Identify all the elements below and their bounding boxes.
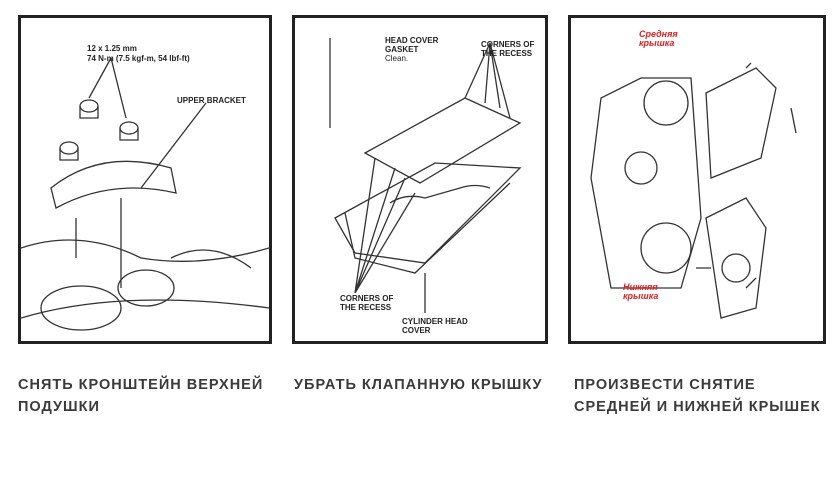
cylinder-head-cover-label: CYLINDER HEAD COVER xyxy=(402,317,468,335)
caption-remove-upper-bracket: СНЯТЬ КРОНШТЕЙН ВЕРХНЕЙ ПОДУШКИ xyxy=(18,377,264,415)
middle-cover-label: Средняя крышка xyxy=(639,29,678,48)
figure-upper-bracket: 12 x 1.25 mm 74 N-m (7.5 kgf-m, 54 lbf-f… xyxy=(18,15,272,344)
caption-remove-valve-cover: УБРАТЬ КЛАПАННУЮ КРЫШКУ xyxy=(294,377,543,393)
gasket-note-label: Clean. xyxy=(385,54,409,63)
corners-recess-bottom-label: CORNERS OF THE RECESS xyxy=(340,294,394,312)
upper-bracket-diagram xyxy=(21,57,269,331)
torque-label: 74 N-m (7.5 kgf-m, 54 lbf-ft) xyxy=(87,54,190,63)
fastener-size-label: 12 x 1.25 mm xyxy=(87,44,137,53)
figure-timing-covers: Средняя крышка Нижняя крышка xyxy=(568,15,826,344)
lower-cover-label: Нижняя крышка xyxy=(623,282,659,301)
caption-remove-middle-lower-covers: ПРОИЗВЕСТИ СНЯТИЕ СРЕДНЕЙ И НИЖНЕЙ КРЫШЕ… xyxy=(574,377,821,415)
head-cover-gasket-label: HEAD COVER GASKET xyxy=(385,36,439,54)
upper-bracket-label: UPPER BRACKET xyxy=(177,96,246,105)
corners-recess-top-label: CORNERS OF THE RECESS xyxy=(481,40,535,58)
timing-covers-diagram xyxy=(590,62,797,319)
figure-valve-cover: HEAD COVER GASKET Clean. CORNERS OF THE … xyxy=(292,15,548,344)
valve-cover-diagram xyxy=(329,38,522,313)
